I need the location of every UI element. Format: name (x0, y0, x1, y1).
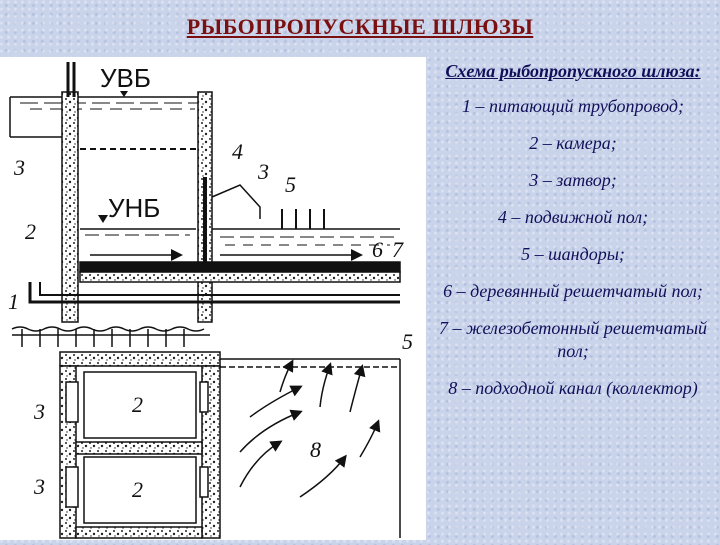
feeding-pipe-bottom-inner (39, 282, 400, 296)
plan-label-3a: 3 (33, 399, 45, 424)
plan-label-8: 8 (310, 437, 321, 462)
plan-label-5: 5 (402, 329, 413, 354)
flow-arrow-plan (239, 409, 303, 453)
section-label-7: 7 (392, 237, 404, 262)
section-label-1: 1 (8, 289, 19, 314)
gate-upper (65, 381, 79, 423)
plan-view (11, 326, 401, 539)
uvb-marker (120, 91, 128, 97)
fish-lock-diagram: УВБ УНБ 1 2 3 3 4 5 6 7 (0, 57, 426, 540)
legend-item-4: 4 – подвижной пол; (497, 207, 649, 227)
plan-label-3b: 3 (33, 474, 45, 499)
plan-label-2a: 2 (132, 392, 143, 417)
concrete-lattice-floor (79, 271, 401, 283)
flow-arrow-plan (249, 385, 303, 418)
flow-arrow-plan (319, 362, 333, 408)
section-label-3a: 3 (13, 155, 25, 180)
plan-top-edge (11, 326, 205, 332)
flow-arrow-plan (359, 419, 381, 458)
section-label-4: 4 (232, 139, 243, 164)
plan-label-2b: 2 (132, 477, 143, 502)
unb-label: УНБ (108, 193, 160, 223)
section-label-2: 2 (25, 219, 36, 244)
left-wall (61, 91, 79, 323)
section-label-3b: 3 (257, 159, 269, 184)
flow-arrow-plan (279, 359, 294, 393)
legend-item-8: 8 – подходной канал (коллектор) (448, 378, 698, 398)
plan-wall-bottom (75, 526, 203, 539)
stoplog-guide (211, 184, 261, 219)
legend-panel: Схема рыбопропускного шлюза: 1 – питающи… (428, 60, 718, 414)
legend-item-5: 5 – шандоры; (521, 244, 625, 264)
plan-wall-middle (75, 441, 203, 455)
flow-arrow-plan (299, 454, 347, 498)
section-label-5: 5 (285, 172, 296, 197)
unb-marker (98, 215, 108, 223)
section-view (9, 62, 401, 323)
chamber-lower (83, 456, 197, 524)
flow-arrow-plan (239, 440, 283, 488)
legend-item-3: 3 – затвор; (529, 170, 617, 190)
section-label-6: 6 (372, 237, 383, 262)
gate-lower-right (199, 466, 209, 498)
plan-wall-top (59, 351, 221, 367)
flow-arrow-plan (349, 364, 366, 413)
gate-lower (65, 466, 79, 508)
feeding-pipe-bottom (28, 282, 400, 304)
legend-item-2: 2 – камера; (529, 133, 617, 153)
legend-heading: Схема рыбопропускного шлюза: (445, 61, 701, 81)
legend-item-7: 7 – железобетонный решетчатый пол; (438, 318, 708, 361)
slide-title: РЫБОПРОПУСКНЫЕ ШЛЮЗЫ (186, 14, 534, 39)
wooden-lattice-floor (79, 261, 401, 273)
legend-item-6: 6 – деревянный решетчатый пол; (443, 281, 703, 301)
uvb-label: УВБ (100, 63, 151, 93)
gate-upper-right (199, 381, 209, 413)
diagram-svg: УВБ УНБ 1 2 3 3 4 5 6 7 (8, 62, 413, 539)
legend-item-1: 1 – питающий трубопровод; (461, 96, 684, 116)
chamber-upper (83, 371, 197, 439)
